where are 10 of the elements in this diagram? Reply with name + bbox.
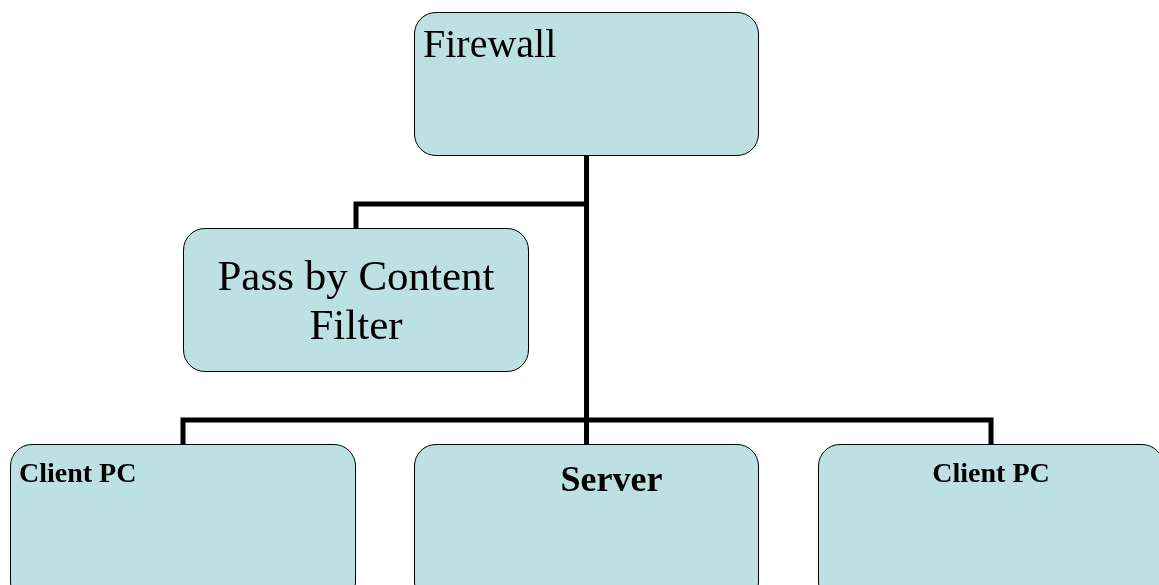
box-label: Firewall (423, 21, 557, 67)
org-chart-box (183, 228, 529, 372)
box-label: Client PC (932, 457, 1050, 490)
box-label: Pass by Content Filter (216, 250, 496, 350)
org-chart-box (818, 444, 1159, 585)
org-chart-box (414, 12, 759, 156)
box-label: Server (560, 459, 663, 501)
org-chart-box (414, 444, 759, 585)
box-label: Client PC (19, 457, 137, 490)
org-chart-box (10, 444, 356, 585)
